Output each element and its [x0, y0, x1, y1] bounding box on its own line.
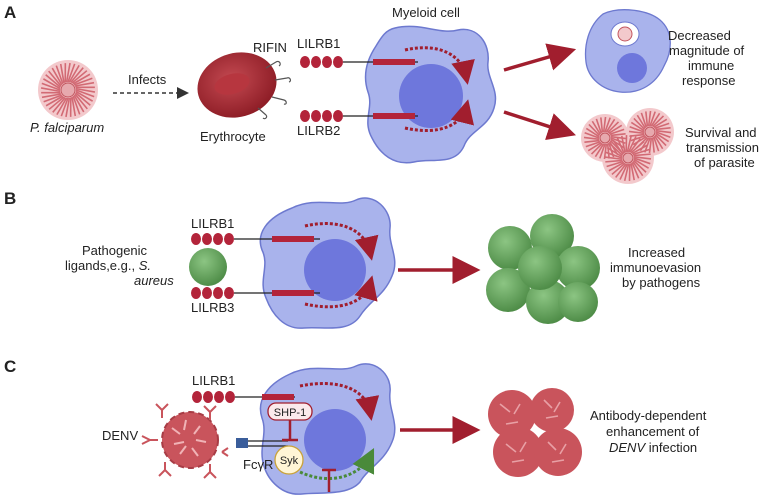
outcome-arrow-a2 [503, 110, 576, 140]
suppressed-myeloid-cell [584, 9, 671, 93]
ligand-line2: ligands,e.g., S. [65, 258, 151, 273]
erythrocyte-label: Erythrocyte [200, 129, 266, 144]
signal-arrow-b1 [304, 222, 379, 261]
pathogen-label: P. falciparum [30, 120, 104, 135]
lilrb2-label-a: LILRB2 [297, 123, 340, 138]
bacteria-cluster-icon [486, 214, 600, 324]
lilrb2-receptor-a [300, 110, 418, 122]
lilrb1-label-a: LILRB1 [297, 36, 340, 51]
panel-b-letter: B [4, 189, 16, 208]
panel-a-letter: A [4, 3, 16, 22]
outcome-b-line1: Increased [628, 245, 685, 260]
signal-arrow-a1 [404, 46, 475, 85]
denv-virus-icon [161, 411, 219, 469]
antibody-icons [141, 403, 229, 479]
outcome-a1-line4: response [682, 73, 735, 88]
outcome-arrow-a1 [503, 43, 577, 72]
ligand-line1: Pathogenic [82, 243, 148, 258]
infects-label: Infects [128, 72, 167, 87]
lilrb3-label-b: LILRB3 [191, 300, 234, 315]
outcome-a1-line2: magnitude of [669, 43, 745, 58]
lilrb1-receptor-b [191, 233, 320, 245]
signal-arrow-a2 [404, 99, 474, 133]
lilrb1-label-c: LILRB1 [192, 373, 235, 388]
lilrb1-receptor-c [192, 391, 295, 403]
outcome-a2-line3: of parasite [694, 155, 755, 170]
virus-cluster-icon [488, 388, 582, 477]
outcome-b-line3: by pathogens [622, 275, 701, 290]
syk-node [274, 445, 304, 475]
erythrocyte-icon [197, 52, 292, 120]
shp1-label: SHP-1 [274, 407, 306, 419]
fc-gamma-receptor [236, 438, 288, 448]
outcome-a2-line2: transmission [686, 140, 759, 155]
activation-arrow-c [299, 447, 375, 480]
denv-label: DENV [102, 428, 138, 443]
rifin-label: RIFIN [253, 40, 287, 55]
outcome-c-line1: Antibody-dependent [590, 408, 707, 423]
signal-arrow-b2 [304, 275, 378, 309]
fc-receptor-label: FcγR [243, 457, 273, 472]
myeloid-cell-b [259, 197, 396, 329]
plasmodium-icon [38, 60, 98, 120]
panel-c-letter: C [4, 357, 16, 376]
myeloid-cell-label: Myeloid cell [392, 5, 460, 20]
parasite-cluster-icon [581, 108, 674, 184]
outcome-a1-line1: Decreased [668, 28, 731, 43]
outcome-c-line3: DENV infection [609, 440, 697, 455]
lilrb3-receptor-b [191, 287, 320, 299]
outcome-b-line2: immunoevasion [610, 260, 701, 275]
outcome-c-line2: enhancement of [606, 424, 700, 439]
signal-arrow-c1 [299, 382, 380, 421]
bacterium-icon [189, 248, 227, 286]
outcome-a2-line1: Survival and [685, 125, 757, 140]
lilrb1-label-b: LILRB1 [191, 216, 234, 231]
ligand-line3: aureus [134, 273, 174, 288]
syk-label: Syk [280, 455, 299, 467]
lilrb1-receptor-a [300, 56, 418, 68]
outcome-a1-line3: immune [688, 58, 734, 73]
